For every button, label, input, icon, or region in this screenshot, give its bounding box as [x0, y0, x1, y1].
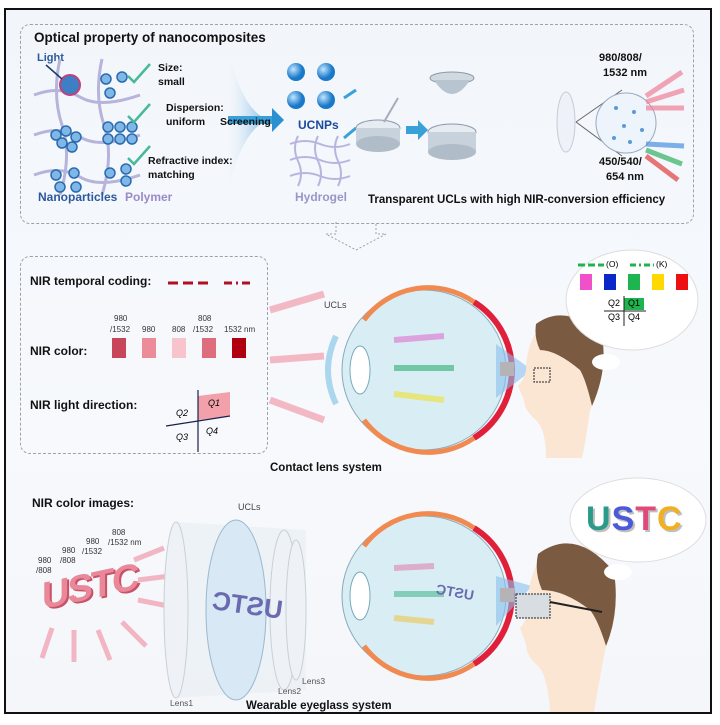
swatch-label-1a: 980	[114, 314, 128, 323]
wl-label-2a: 980	[62, 546, 76, 555]
swatch-label-1b: /1532	[110, 325, 131, 334]
swatch-label-2: 980	[142, 325, 156, 334]
wl-label-3a: 980	[86, 537, 100, 546]
criterion-size-value: small	[158, 76, 185, 88]
wl-label-4b: /1532 nm	[108, 538, 142, 547]
ucls-label-eyeglass: UCLs	[238, 502, 261, 512]
wl-label-1b: /808	[36, 566, 52, 575]
hydrogel-mesh	[289, 135, 351, 187]
bubble-swatch-yellow	[652, 274, 664, 290]
wl-label-2b: /808	[60, 556, 76, 565]
quadrant-q1: Q1	[208, 398, 221, 408]
hydrogel-label: Hydrogel	[295, 190, 348, 204]
swatch-label-4a: 808	[198, 314, 212, 323]
temporal-coding-label: NIR temporal coding:	[30, 274, 152, 288]
wl-label-1a: 980	[38, 556, 52, 565]
criterion-dispersion-value: uniform	[166, 116, 206, 128]
check-icons	[127, 63, 151, 166]
bubble-swatch-green	[628, 274, 640, 290]
bubble-ustc-text: USTC	[586, 500, 683, 539]
swatch-label-5: 1532 nm	[224, 325, 256, 334]
criterion-size-name: Size:	[158, 62, 183, 74]
criterion-dispersion-name: Dispersion:	[166, 102, 224, 114]
nir-beams-to-eye	[268, 290, 326, 424]
nir-input-beams	[644, 69, 685, 111]
wl-label-4a: 808	[112, 528, 126, 537]
nir-color-swatches: 980 /1532 980 808 808 /1532 1532 nm	[106, 314, 266, 374]
bubble-swatch-red	[676, 274, 688, 290]
lens1-label: Lens1	[170, 698, 194, 708]
criterion-refractive-value: matching	[148, 169, 195, 181]
polymer-label: Polymer	[125, 190, 173, 204]
criterion-refractive-name: Refractive index:	[148, 155, 233, 167]
visual-cone-eyeglass	[496, 576, 532, 626]
bubble-swatch-magenta	[580, 274, 592, 290]
swatch-808	[172, 338, 186, 358]
screening-label: Screening	[220, 116, 271, 128]
bubble-quadrant-q1: Q1	[628, 298, 641, 308]
nanoparticles-label: Nanoparticles	[38, 190, 118, 204]
visible-output-beams	[644, 141, 685, 182]
visible-output-wavelengths-2: 654 nm	[606, 171, 644, 183]
visual-cone-contact	[496, 344, 532, 398]
eyeglass-caption: Wearable eyeglass system	[246, 700, 392, 712]
quadrant-q4: Q4	[206, 426, 219, 436]
bubble-letter-c: C	[657, 500, 683, 538]
bubble-letter-s: S	[611, 500, 636, 538]
swatch-980	[142, 338, 156, 358]
nanocomposite-network	[33, 58, 141, 196]
wl-label-3b: /1532	[82, 547, 103, 556]
bubble-swatch-blue	[604, 274, 616, 290]
eye-cross-section-eyeglass	[341, 511, 515, 681]
bubble-quadrant-q2: Q2	[608, 298, 621, 308]
lens3-label: Lens3	[302, 676, 326, 686]
top-panel-title: Optical property of nanocomposites	[34, 30, 266, 45]
bubble-quadrant-q3: Q3	[608, 312, 621, 322]
swatch-1532	[232, 338, 246, 358]
swatch-980-1532	[112, 338, 126, 358]
light-direction-label: NIR light direction:	[30, 398, 138, 412]
lens-magnified	[556, 89, 657, 157]
person-head-eyeglass	[515, 543, 616, 712]
quadrant-q3: Q3	[176, 432, 189, 442]
ucnps-label: UCNPs	[298, 118, 339, 132]
lens2-label: Lens2	[278, 686, 302, 696]
swatch-label-3: 808	[172, 325, 186, 334]
figure-frame: Optical property of nanocomposites Light	[4, 8, 712, 714]
mold-process	[343, 71, 477, 160]
thought-bubble-eyeglass	[569, 477, 707, 580]
bubble-letter-t: T	[635, 500, 658, 538]
color-images-title: NIR color images:	[32, 496, 135, 510]
bubble-color-swatches	[580, 274, 700, 290]
eyeglass-lens-stack	[163, 519, 307, 701]
bubble-quadrant-q4: Q4	[628, 312, 641, 322]
top-panel	[20, 24, 694, 224]
contact-lens-caption: Contact lens system	[270, 462, 382, 474]
person-head-contact	[518, 315, 604, 458]
bubble-temporal-codes	[578, 263, 654, 267]
screening-funnel-arrow	[228, 50, 284, 190]
quadrant-diagram	[165, 390, 231, 452]
eye-cross-section-contact	[325, 285, 515, 455]
bubble-code-o: (O)	[606, 259, 619, 269]
nir-input-wavelengths-1: 980/808/	[599, 52, 642, 64]
quadrant-q2: Q2	[176, 408, 189, 418]
nir-coding-panel	[20, 256, 268, 454]
ustc-rays	[39, 545, 171, 662]
light-label: Light	[37, 52, 64, 64]
ucls-label-contact: UCLs	[324, 300, 347, 310]
temporal-coding-patterns	[168, 281, 252, 285]
bubble-code-k: (K)	[656, 259, 668, 269]
nir-color-label: NIR color:	[30, 344, 88, 358]
top-panel-caption: Transparent UCLs with high NIR-conversio…	[368, 194, 666, 206]
panel-connector-arrow	[325, 222, 387, 251]
swatch-808-1532	[202, 338, 216, 358]
bubble-quadrant-axes	[604, 296, 646, 326]
bubble-quadrant-q1-highlight	[624, 298, 644, 310]
nir-input-wavelengths-2: 1532 nm	[603, 67, 648, 79]
bubble-letter-u: U	[586, 500, 612, 538]
swatch-label-4b: /1532	[193, 325, 214, 334]
visible-output-wavelengths-1: 450/540/	[599, 156, 642, 168]
ucnp-particles	[287, 63, 335, 109]
